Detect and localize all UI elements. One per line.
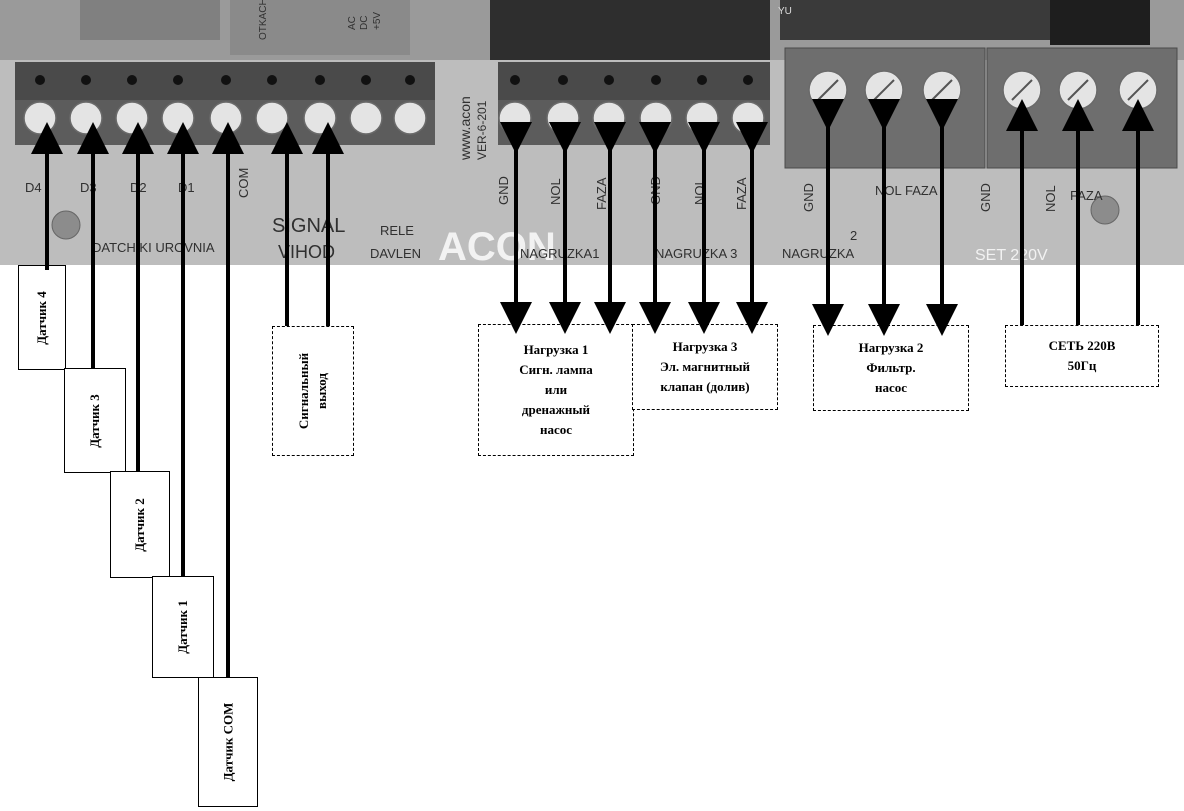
silk-d4: D4 (25, 180, 42, 195)
silk-top-d: DC (359, 16, 370, 30)
label-load-3-text: Нагрузка 3 Эл. магнитный клапан (долив) (659, 339, 751, 394)
silk-gnd-c: GND (801, 183, 816, 212)
silk-ver: VER-6-201 (475, 100, 489, 160)
silk-vihod: VIHOD (278, 242, 335, 262)
silk-nol-d: NOL (1043, 185, 1058, 212)
silk-top-c: AC (347, 16, 358, 30)
silk-signal: SIGNAL (272, 215, 345, 237)
silk-faza-c: FAZA (905, 183, 938, 198)
silk-top-e: YU (778, 6, 792, 17)
silk-top-a: OTKACHKA (258, 0, 269, 40)
silk-nagruzka3: NAGRUZKA 3 (655, 246, 737, 261)
silk-gnd-b: GND (648, 176, 663, 205)
label-load-1-text: Нагрузка 1 Сигн. лампа или дренажный нас… (519, 342, 593, 437)
label-sensor-com-text: Датчик COM (220, 702, 236, 782)
label-signal-output-text: Сигнальный выход (296, 352, 329, 430)
label-sensor-3-text: Датчик 3 (87, 393, 102, 448)
silk-com: COM (236, 168, 251, 198)
label-load-1: Нагрузка 1 Сигн. лампа или дренажный нас… (478, 324, 634, 456)
label-signal-output: Сигнальный выход (272, 326, 354, 456)
silk-gnd-a: GND (496, 176, 511, 205)
label-mains-text: СЕТЬ 220В 50Гц (1048, 338, 1116, 373)
silk-faza-b: FAZA (734, 177, 749, 210)
silk-nol-a: NOL (548, 178, 563, 205)
silk-acon: ACON (438, 225, 556, 265)
silk-gnd-d: GND (978, 183, 993, 212)
silk-davlen: DAVLEN (370, 246, 421, 261)
label-sensor-4: Датчик 4 (18, 265, 66, 370)
silk-www: www.acon (457, 96, 473, 161)
label-sensor-1: Датчик 1 (152, 576, 214, 678)
silk-d1: D1 (178, 180, 195, 195)
screws-left (23, 101, 427, 135)
label-sensor-2-text: Датчик 2 (132, 497, 147, 552)
label-load-2: Нагрузка 2 Фильтр. насос (813, 325, 969, 411)
silk-datchiki: DATCHIKI UROVNIA (92, 240, 215, 255)
label-load-2-text: Нагрузка 2 Фильтр. насос (858, 340, 924, 395)
silk-nagruzka2-num: 2 (850, 228, 857, 243)
terminal-strip-middle (498, 62, 770, 100)
silk-rele: RELE (380, 223, 414, 238)
silk-nagruzka1: NAGRUZKA1 (520, 246, 599, 261)
label-load-3: Нагрузка 3 Эл. магнитный клапан (долив) (632, 324, 778, 410)
silk-set220: SET 220V (975, 247, 1048, 264)
label-sensor-3: Датчик 3 (64, 368, 126, 473)
silk-top-b: +5V (372, 12, 383, 30)
silk-nol-c: NOL (875, 183, 902, 198)
silk-nagruzka2: NAGRUZKA (782, 246, 855, 261)
silk-faza-d: FAZA (1070, 188, 1103, 203)
silk-nol-b: NOL (692, 178, 707, 205)
silk-faza-a: FAZA (594, 177, 609, 210)
silk-d3: D3 (80, 180, 97, 195)
silk-d2: D2 (130, 180, 147, 195)
label-sensor-1-text: Датчик 1 (175, 600, 190, 654)
relay-block (490, 0, 770, 60)
label-sensor-4-text: Датчик 4 (34, 290, 49, 345)
label-mains: СЕТЬ 220В 50Гц (1005, 325, 1159, 387)
label-sensor-2: Датчик 2 (110, 471, 170, 578)
label-sensor-com: Датчик COM (198, 677, 258, 807)
pcb-photo: D4 D3 D2 D1 COM SIGNAL VIHOD RELE DAVLEN… (0, 0, 1184, 265)
